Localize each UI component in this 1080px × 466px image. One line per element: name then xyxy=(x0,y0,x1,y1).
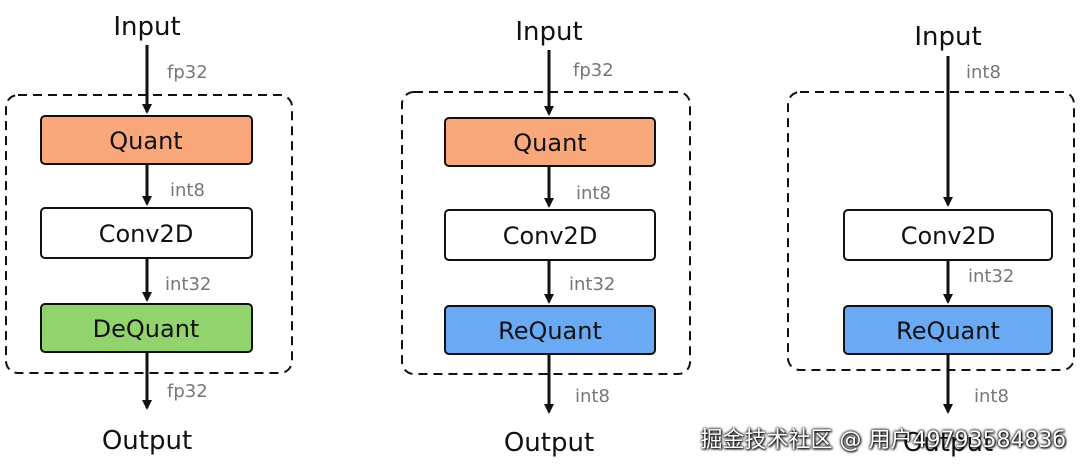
pipeline-1-conv2d-label: Conv2D xyxy=(99,220,194,248)
pipeline-1-dashed-border xyxy=(5,94,293,374)
pipeline-2-dashed-border xyxy=(401,91,691,375)
pipeline-2-quant-out-dtype: int8 xyxy=(576,183,611,204)
pipeline-2-output-label: Output xyxy=(504,428,594,458)
pipeline-3-input-dtype: int8 xyxy=(966,62,1001,83)
pipeline-1: Input fp32 Quant int8 Conv2D int32 DeQua… xyxy=(5,12,293,456)
pipeline-2-input-label: Input xyxy=(515,17,582,47)
pipeline-2-conv2d-out-dtype: int32 xyxy=(569,274,615,295)
pipeline-1-input-label: Input xyxy=(113,12,180,42)
pipeline-3: Input int8 Conv2D int32 ReQuant int8 Out… xyxy=(787,22,1075,458)
pipeline-1-output-label: Output xyxy=(102,426,192,456)
pipeline-1-dequant-label: DeQuant xyxy=(93,315,200,343)
pipeline-2-input-dtype: fp32 xyxy=(573,60,614,81)
pipeline-3-requant-label: ReQuant xyxy=(896,317,1000,345)
pipeline-2-requant-label: ReQuant xyxy=(498,317,602,345)
pipeline-1-conv2d-out-dtype: int32 xyxy=(165,274,211,295)
pipeline-2-requant-out-dtype: int8 xyxy=(575,386,610,407)
pipeline-1-quant-label: Quant xyxy=(109,127,182,155)
pipeline-2-quant-label: Quant xyxy=(513,129,586,157)
watermark: 掘金技术社区 @ 用户4979358483б xyxy=(700,428,1066,453)
pipeline-3-input-label: Input xyxy=(914,22,981,52)
pipeline-2: Input fp32 Quant int8 Conv2D int32 ReQua… xyxy=(401,17,691,458)
pipeline-1-dequant-out-dtype: fp32 xyxy=(167,381,208,402)
pipeline-3-dashed-border xyxy=(787,91,1075,371)
pipeline-3-conv2d-out-dtype: int32 xyxy=(968,266,1014,287)
pipeline-1-input-dtype: fp32 xyxy=(167,62,208,83)
pipeline-3-output-label: Output xyxy=(903,428,993,458)
pipeline-2-conv2d-label: Conv2D xyxy=(503,222,598,250)
pipeline-3-conv2d-label: Conv2D xyxy=(901,222,996,250)
pipeline-3-requant-out-dtype: int8 xyxy=(974,386,1009,407)
pipeline-1-quant-out-dtype: int8 xyxy=(170,180,205,201)
